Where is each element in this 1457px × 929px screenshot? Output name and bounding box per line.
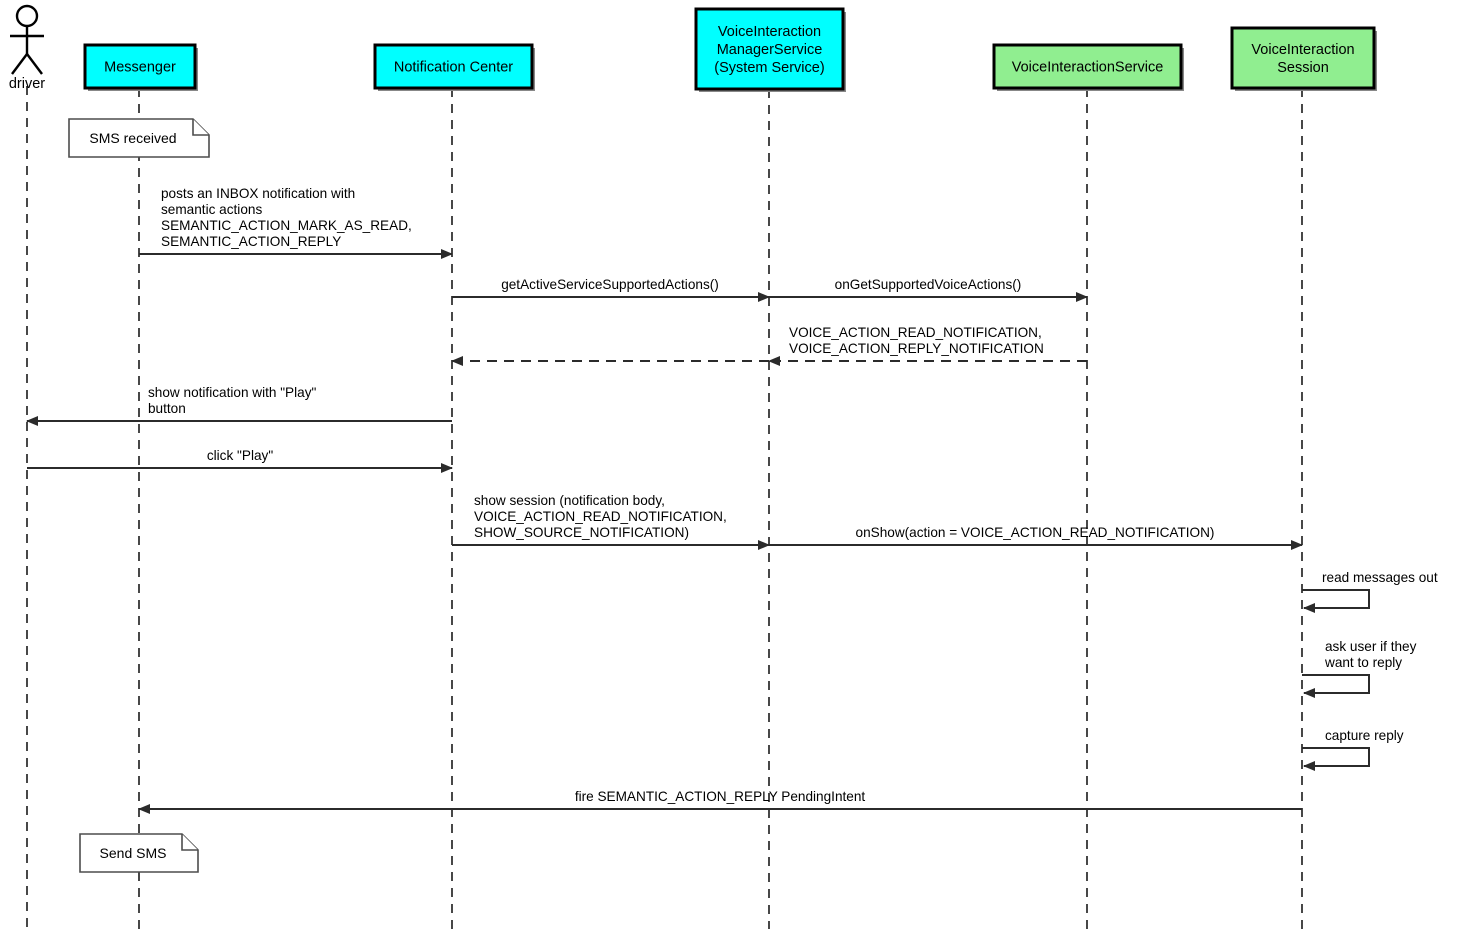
note-label: SMS received <box>89 130 176 146</box>
note-label: Send SMS <box>100 845 167 861</box>
msg-click-play[interactable]: click "Play" <box>27 448 453 473</box>
self-message-label: ask user if they <box>1325 639 1417 654</box>
participants-group: Messenger Notification Center VoiceInterac… <box>83 7 1377 92</box>
note-fold-corner-icon <box>192 119 209 136</box>
actor-leg-right <box>26 53 43 75</box>
message-label: VOICE_ACTION_REPLY_NOTIFICATION <box>789 341 1044 356</box>
message-label: onShow(action = VOICE_ACTION_READ_NOTIFI… <box>856 525 1215 540</box>
participant-voice-interaction-service[interactable]: VoiceInteractionService <box>992 43 1184 91</box>
participant-label-messenger: Messenger <box>104 60 176 76</box>
actor-leg-left <box>11 53 28 75</box>
note-body <box>68 118 210 158</box>
actor-head-icon <box>15 4 39 28</box>
message-label: onGetSupportedVoiceActions() <box>835 277 1022 292</box>
participant-notification-center[interactable]: Notification Center <box>373 43 535 91</box>
participant-label-voice-interaction-manager-service: (System Service) <box>714 60 824 76</box>
msg-post-inbox-notification[interactable]: posts an INBOX notification withsemantic… <box>139 186 453 259</box>
actor-label: driver <box>9 76 45 92</box>
message-label: click "Play" <box>207 448 273 463</box>
self-message-label: want to reply <box>1324 655 1402 670</box>
participant-box[interactable] <box>694 7 845 91</box>
participant-messenger[interactable]: Messenger <box>83 43 198 91</box>
message-label: fire SEMANTIC_ACTION_REPLY PendingIntent <box>575 789 866 804</box>
self-message-arrow <box>1302 589 1370 613</box>
message-label: VOICE_ACTION_READ_NOTIFICATION, <box>474 509 727 524</box>
message-label: SEMANTIC_ACTION_REPLY <box>161 234 341 249</box>
participant-label-voice-interaction-service: VoiceInteractionService <box>1012 60 1164 76</box>
message-label: button <box>148 401 186 416</box>
self-msg-capture-reply[interactable]: capture reply <box>1302 728 1404 771</box>
message-label: getActiveServiceSupportedActions() <box>501 277 719 292</box>
self-message-arrow <box>1302 747 1370 771</box>
self-msg-read-messages-out[interactable]: read messages out <box>1302 570 1438 613</box>
participant-label-voice-interaction-session: Session <box>1277 60 1329 76</box>
msg-get-active-service-supported-actions[interactable]: getActiveServiceSupportedActions() <box>452 277 770 302</box>
participant-box[interactable] <box>1230 26 1376 90</box>
msg-show-session[interactable]: show session (notification body,VOICE_AC… <box>452 493 770 550</box>
participant-box[interactable] <box>373 43 534 90</box>
note-send-sms[interactable]: Send SMS <box>79 833 199 873</box>
msg-return-voice-actions-service-to-manager[interactable]: VOICE_ACTION_READ_NOTIFICATION,VOICE_ACT… <box>768 325 1087 366</box>
participant-box[interactable] <box>992 43 1183 90</box>
actor-group: driver <box>9 4 45 92</box>
lifelines-group <box>26 86 1303 929</box>
message-label: SEMANTIC_ACTION_MARK_AS_READ, <box>161 218 412 233</box>
message-label: SHOW_SOURCE_NOTIFICATION) <box>474 525 689 540</box>
participant-label-voice-interaction-manager-service: VoiceInteraction <box>718 24 821 40</box>
message-label: semantic actions <box>161 202 262 217</box>
participant-label-notification-center: Notification Center <box>394 60 513 76</box>
message-label: show notification with "Play" <box>148 385 316 400</box>
msg-on-get-supported-voice-actions[interactable]: onGetSupportedVoiceActions() <box>769 277 1088 302</box>
msg-fire-semantic-action-reply-pending-intent[interactable]: fire SEMANTIC_ACTION_REPLY PendingIntent <box>138 789 1302 814</box>
msg-on-show[interactable]: onShow(action = VOICE_ACTION_READ_NOTIFI… <box>769 525 1303 550</box>
participant-label-voice-interaction-manager-service: ManagerService <box>717 42 823 58</box>
self-message-arrow <box>1302 674 1370 698</box>
actor-driver[interactable]: driver <box>9 4 45 92</box>
message-label: VOICE_ACTION_READ_NOTIFICATION, <box>789 325 1042 340</box>
note-sms-received[interactable]: SMS received <box>68 118 210 158</box>
messages-group: posts an INBOX notification withsemantic… <box>26 186 1303 814</box>
msg-show-notification-with-play-button[interactable]: show notification with "Play"button <box>26 385 452 426</box>
participant-label-voice-interaction-session: VoiceInteraction <box>1251 42 1354 58</box>
message-label: posts an INBOX notification with <box>161 186 355 201</box>
note-fold-corner-icon <box>181 834 198 851</box>
participant-box[interactable] <box>83 43 197 90</box>
self-message-label: read messages out <box>1322 570 1438 585</box>
self-message-label: capture reply <box>1325 728 1404 743</box>
note-body <box>79 833 199 873</box>
message-label: show session (notification body, <box>474 493 665 508</box>
